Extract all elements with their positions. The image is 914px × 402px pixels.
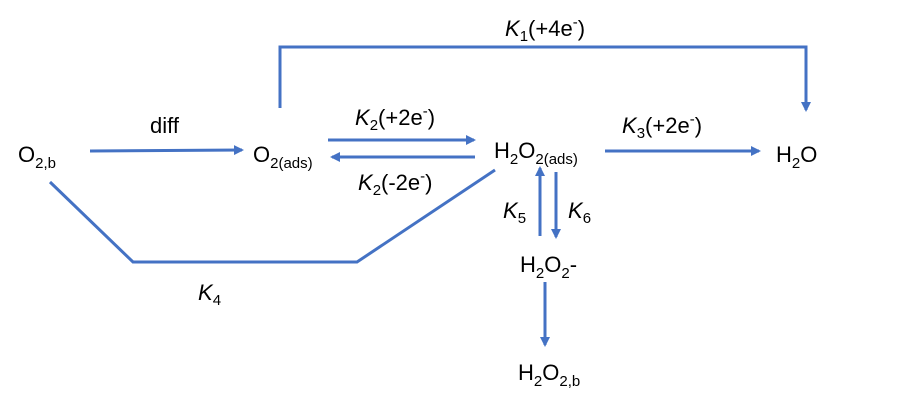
species-h2o2-minus: H2O2- [520, 252, 577, 282]
species-o2-bulk: O2,b [18, 142, 56, 172]
species-o2-ads: O2(ads) [253, 142, 313, 172]
label-k1: K1(+4e-) [505, 14, 585, 45]
label-k5: K5 [503, 198, 526, 227]
diff-arrow [89, 145, 244, 156]
label-k4: K4 [198, 280, 221, 309]
label-k2-forward: K2(+2e-) [355, 103, 435, 134]
label-k2-backward: K2(-2e-) [358, 168, 432, 199]
species-h2o: H2O [776, 142, 817, 172]
k4-path [48, 168, 496, 264]
label-k3: K3(+2e-) [622, 111, 702, 142]
label-diff: diff [150, 113, 180, 138]
species-h2o2-ads: H2O2(ads) [494, 138, 578, 168]
species-h2o2-bulk: H2O2,b [518, 360, 580, 390]
k1-arrow [278, 45, 811, 112]
label-k6: K6 [568, 198, 591, 227]
